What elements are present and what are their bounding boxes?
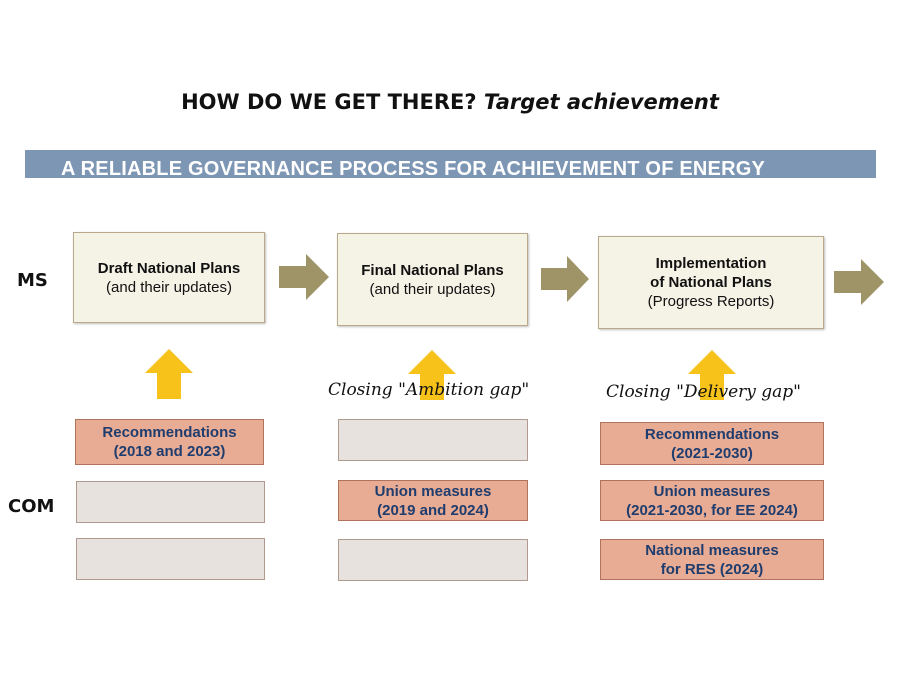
up-arrow-icon xyxy=(145,349,193,399)
plan-draft-subtitle: (and their updates) xyxy=(106,278,232,296)
page-title: HOW DO WE GET THERE? Target achievement xyxy=(0,90,900,114)
com-item-empty xyxy=(338,539,528,581)
plan-impl-subtitle: (Progress Reports) xyxy=(647,293,775,310)
plan-impl-title-1: Implementation xyxy=(655,255,767,272)
plan-final-title: Final National Plans xyxy=(361,261,504,279)
plan-final-subtitle: (and their updates) xyxy=(369,280,496,298)
com-item-line: Union measures xyxy=(374,482,492,500)
right-arrow-icon xyxy=(541,256,589,302)
title-main: HOW DO WE GET THERE? xyxy=(181,90,477,114)
com-item-union-measures: Union measures (2021-2030, for EE 2024) xyxy=(600,480,824,521)
com-item-line: (2019 and 2024) xyxy=(377,501,489,519)
row-label-ms: MS xyxy=(17,270,48,291)
com-item-national-measures: National measures for RES (2024) xyxy=(600,539,824,580)
com-item-empty xyxy=(76,481,265,523)
com-item-line: for RES (2024) xyxy=(660,560,764,578)
gap-label-delivery: Closing "Delivery gap" xyxy=(606,382,801,402)
up-arrow-icon xyxy=(688,350,736,400)
com-item-line: National measures xyxy=(645,541,779,559)
row-label-com: COM xyxy=(8,496,55,517)
gap-label-ambition: Closing "Ambition gap" xyxy=(328,380,530,400)
com-item-empty xyxy=(338,419,528,461)
com-item-recommendations: Recommendations (2018 and 2023) xyxy=(75,419,264,465)
right-arrow-icon xyxy=(279,254,329,300)
com-item-recommendations: Recommendations (2021-2030) xyxy=(600,422,824,465)
com-item-line: Recommendations xyxy=(102,424,237,441)
title-emphasis: Target achievement xyxy=(483,90,719,114)
plan-draft-title: Draft National Plans xyxy=(97,259,241,277)
com-item-union-measures: Union measures (2019 and 2024) xyxy=(338,480,528,521)
banner-text: A RELIABLE GOVERNANCE PROCESS FOR ACHIEV… xyxy=(61,158,766,178)
plan-box-final: Final National Plans (and their updates) xyxy=(337,233,528,326)
up-arrow-icon xyxy=(408,350,456,400)
com-item-line: (2021-2030, for EE 2024) xyxy=(626,501,798,519)
plan-box-draft: Draft National Plans (and their updates) xyxy=(73,232,265,323)
governance-banner: A RELIABLE GOVERNANCE PROCESS FOR ACHIEV… xyxy=(25,150,876,178)
plan-impl-title-2: of National Plans xyxy=(650,274,772,291)
com-item-line: Union measures xyxy=(653,482,771,500)
com-item-empty xyxy=(76,538,265,580)
com-item-line: (2018 and 2023) xyxy=(113,443,226,460)
plan-box-implementation: Implementation of National Plans (Progre… xyxy=(598,236,824,329)
com-item-line: Recommendations xyxy=(644,425,780,443)
right-arrow-icon xyxy=(834,259,884,305)
com-item-line: (2021-2030) xyxy=(671,444,753,462)
